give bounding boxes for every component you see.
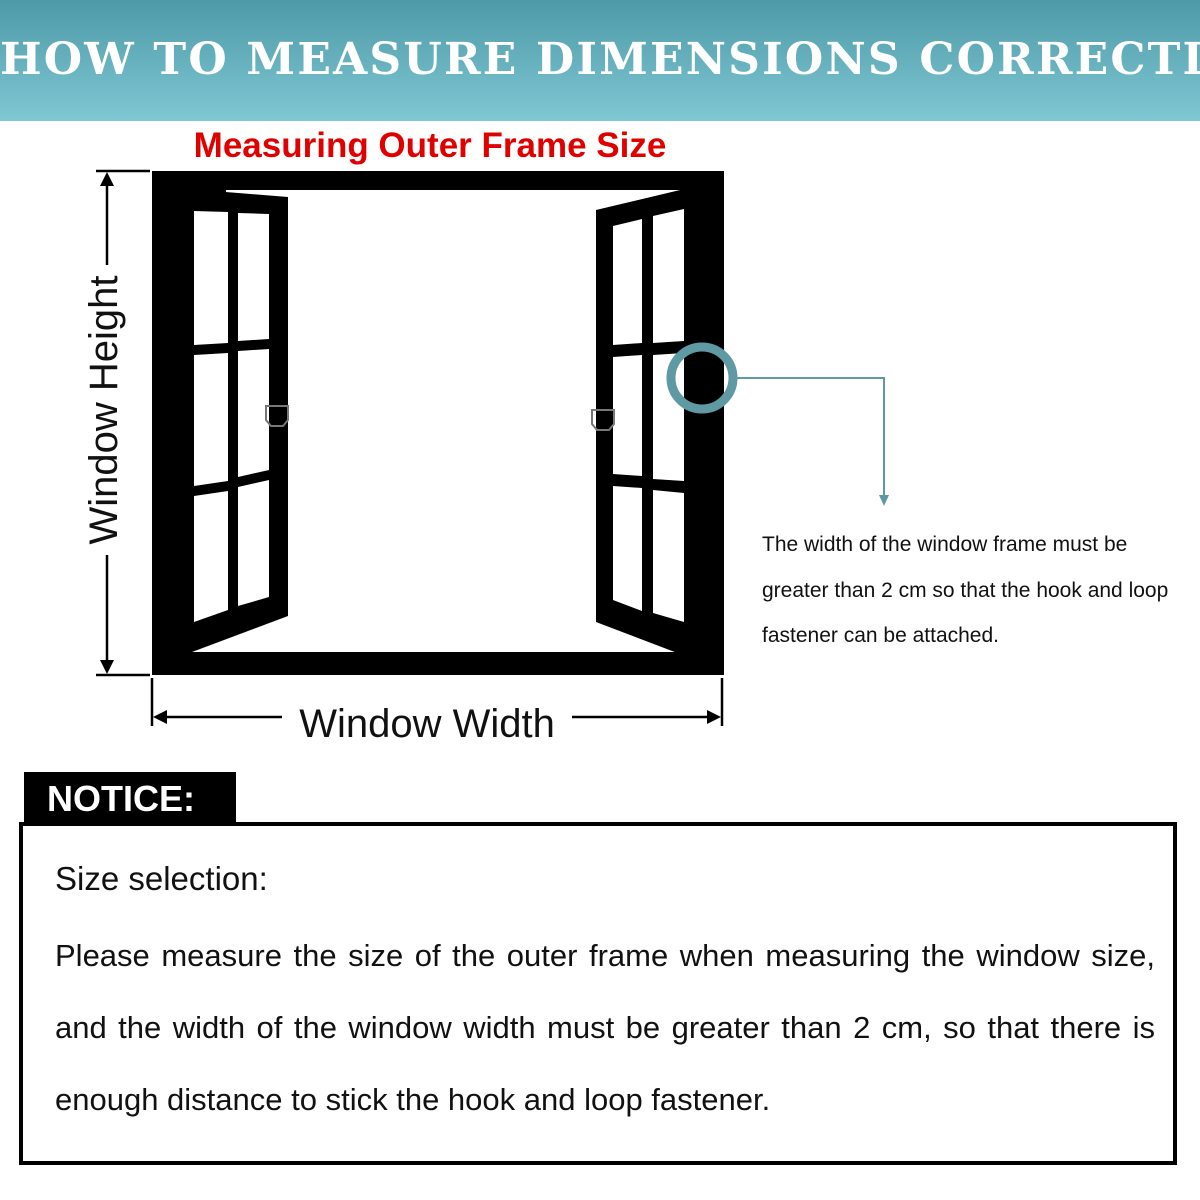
notice-heading: Size selection: xyxy=(55,860,268,897)
callout-circle xyxy=(666,342,738,414)
notice-tab: NOTICE: xyxy=(24,772,236,824)
right-window-handle xyxy=(591,409,615,431)
header-banner: HOW TO MEASURE DIMENSIONS CORRECTLY xyxy=(0,0,1200,121)
notice-box: Size selection: Please measure the size … xyxy=(19,822,1177,1165)
left-window-sash xyxy=(176,188,289,658)
right-window-sash xyxy=(591,180,722,670)
diagram-subtitle: Measuring Outer Frame Size xyxy=(193,126,667,165)
frame-width-callout xyxy=(666,342,889,506)
window-diagram xyxy=(96,169,889,726)
window-opening xyxy=(188,190,692,652)
frame-width-note: The width of the window frame must be gr… xyxy=(762,533,1169,647)
notice-body: Please measure the size of the outer fra… xyxy=(55,938,1155,1117)
left-window-handle xyxy=(265,405,289,427)
callout-arrow xyxy=(737,377,885,498)
window-width-label: Window Width xyxy=(282,700,572,748)
window-height-label: Window Height xyxy=(79,265,129,555)
page-title: HOW TO MEASURE DIMENSIONS CORRECTLY xyxy=(0,34,1200,85)
